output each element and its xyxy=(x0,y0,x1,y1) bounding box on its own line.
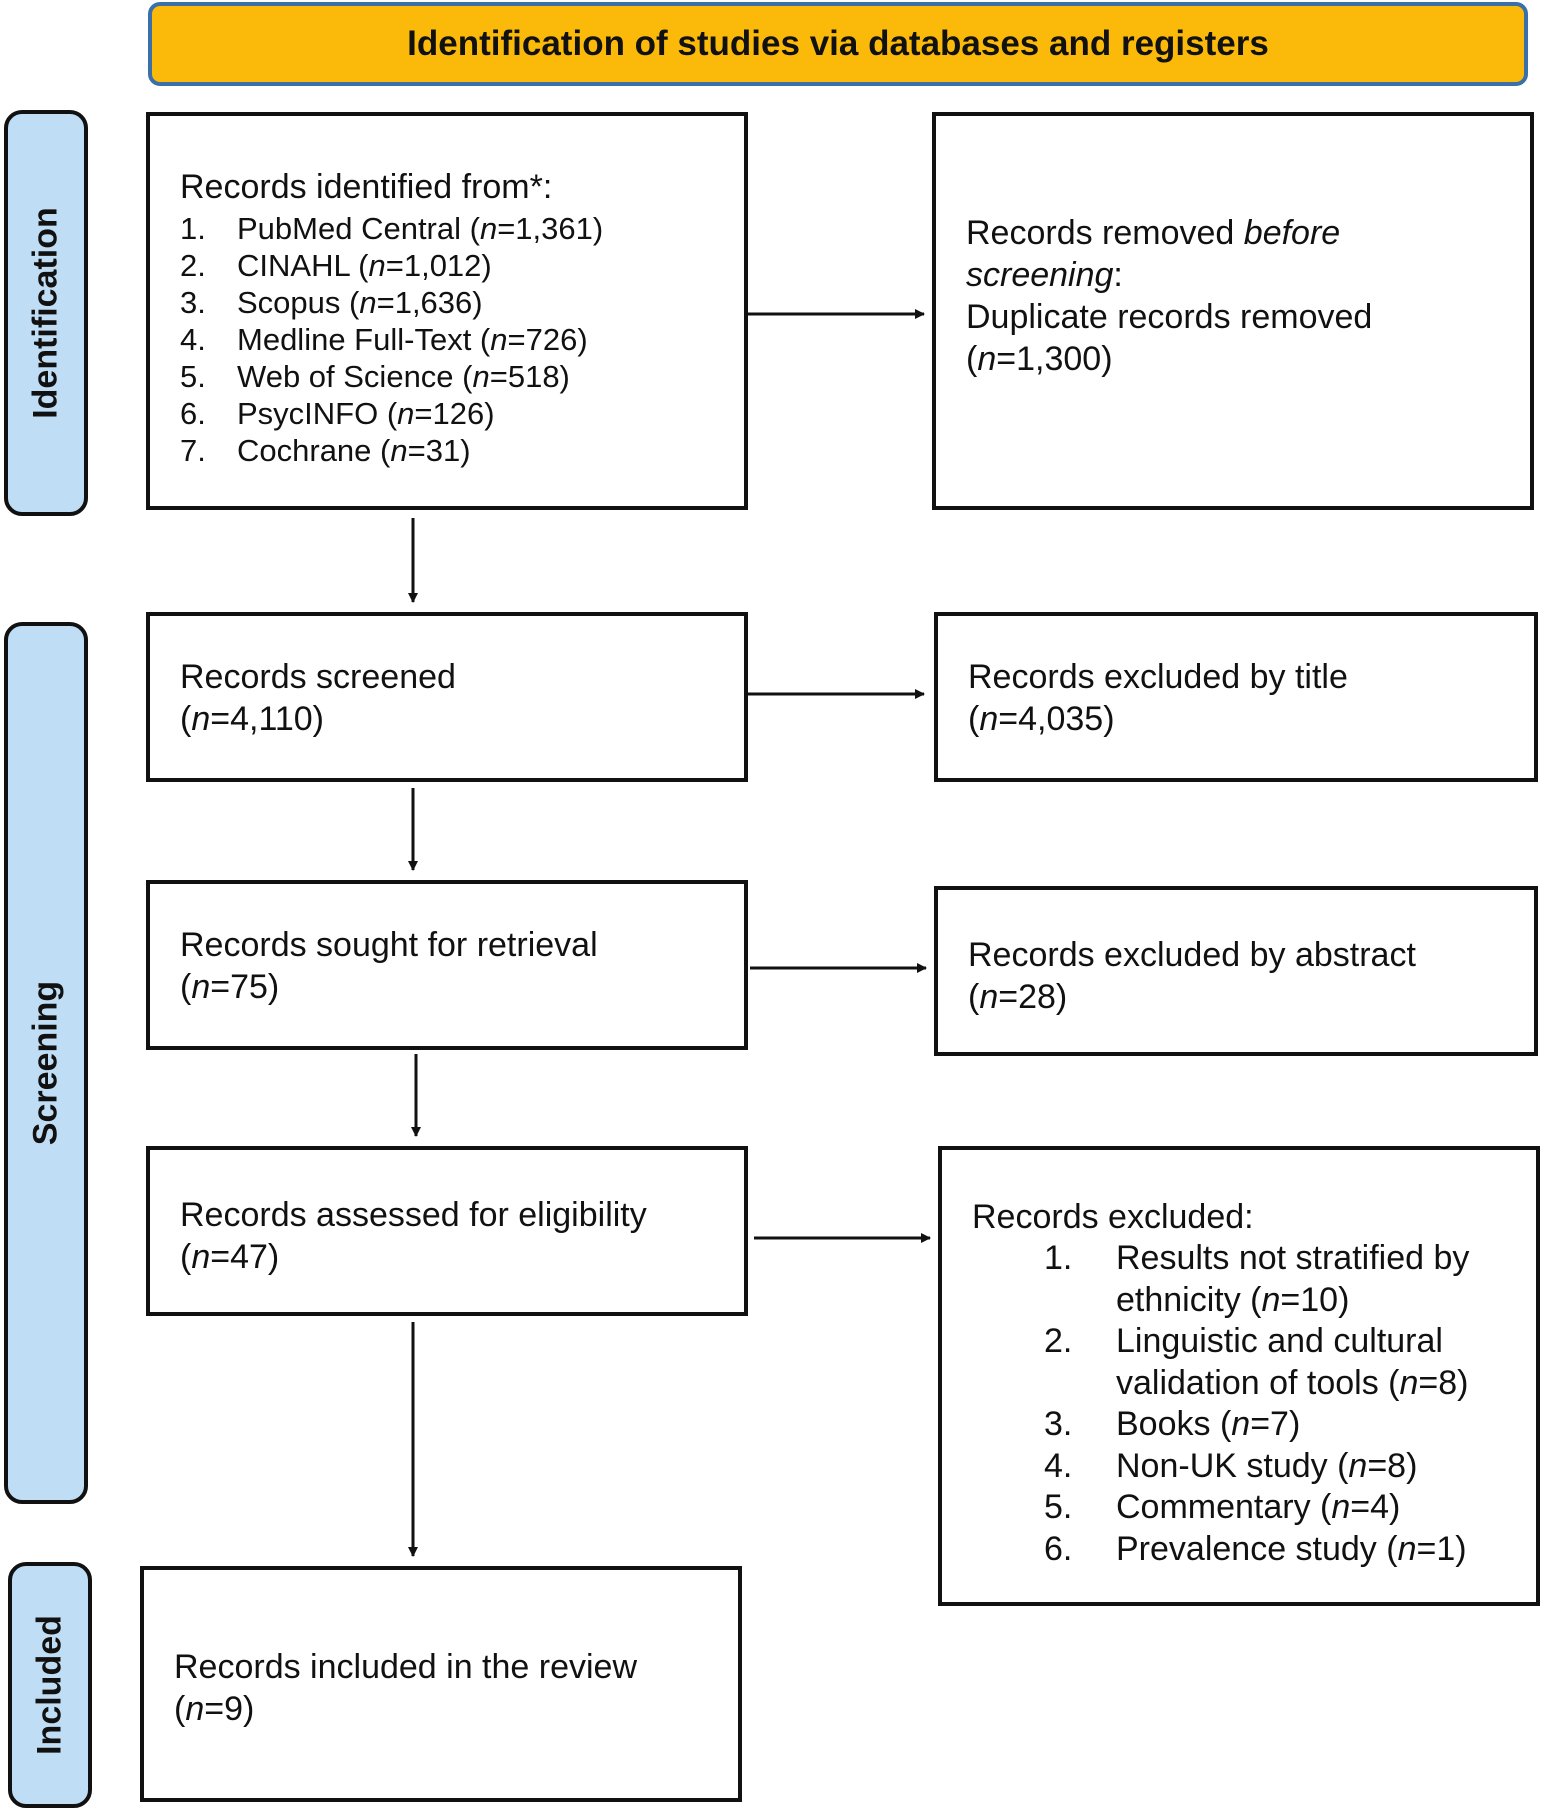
excluded-by-abstract-text: Records excluded by abstract (n=28) xyxy=(968,936,1416,1016)
stage-included: Included xyxy=(8,1562,92,1808)
records-identified-heading: Records identified from*: xyxy=(180,168,553,206)
source-item: 2.CINAHL (n=1,012) xyxy=(180,248,492,283)
records-included-box: Records included in the review (n=9) xyxy=(140,1566,742,1802)
diagram-header: Identification of studies via databases … xyxy=(148,2,1528,86)
records-included-text: Records included in the review (n=9) xyxy=(174,1648,638,1728)
excluded-reason-item: 5.Commentary (n=4) xyxy=(1044,1488,1401,1526)
excluded-reason-item: 6.Prevalence study (n=1) xyxy=(1044,1529,1467,1568)
excluded-by-title-text: Records excluded by title (n=4,035) xyxy=(968,658,1348,738)
excluded-by-title-box: Records excluded by title (n=4,035) xyxy=(934,612,1538,782)
source-item: 3.Scopus (n=1,636) xyxy=(180,285,483,320)
header-title: Identification of studies via databases … xyxy=(407,24,1269,63)
excluded-by-abstract-box: Records excluded by abstract (n=28) xyxy=(934,886,1538,1056)
source-item: 5.Web of Science (n=518) xyxy=(180,359,570,394)
excluded-reason-item: 3.Books (n=7) xyxy=(1044,1405,1301,1443)
source-item: 6.PsycINFO (n=126) xyxy=(180,396,495,431)
records-excluded-box: Records excluded: 1.Results not stratifi… xyxy=(938,1146,1540,1606)
records-screened-text: Records screened (n=4,110) xyxy=(180,658,456,738)
records-removed-box: Records removed before screening: Duplic… xyxy=(932,112,1534,510)
source-item: 4.Medline Full-Text (n=726) xyxy=(180,322,588,357)
records-sought-box: Records sought for retrieval (n=75) xyxy=(146,880,748,1050)
records-removed-text: Records removed before screening: Duplic… xyxy=(966,214,1373,378)
stage-screening: Screening xyxy=(4,622,88,1504)
records-sought-text: Records sought for retrieval (n=75) xyxy=(180,926,598,1006)
records-screened-box: Records screened (n=4,110) xyxy=(146,612,748,782)
excluded-reason-item: 4.Non-UK study (n=8) xyxy=(1044,1446,1418,1485)
records-identified-box: Records identified from*: 1.PubMed Centr… xyxy=(146,112,748,510)
source-item: 1.PubMed Central (n=1,361) xyxy=(180,211,604,246)
source-list: 1.PubMed Central (n=1,361) 2.CINAHL (n=1… xyxy=(180,210,744,469)
records-excluded-heading: Records excluded: xyxy=(972,1198,1254,1236)
source-item: 7.Cochrane (n=31) xyxy=(180,433,471,468)
records-assessed-box: Records assessed for eligibility (n=47) xyxy=(146,1146,748,1316)
records-assessed-text: Records assessed for eligibility (n=47) xyxy=(180,1196,647,1276)
stage-identification: Identification xyxy=(4,110,88,516)
